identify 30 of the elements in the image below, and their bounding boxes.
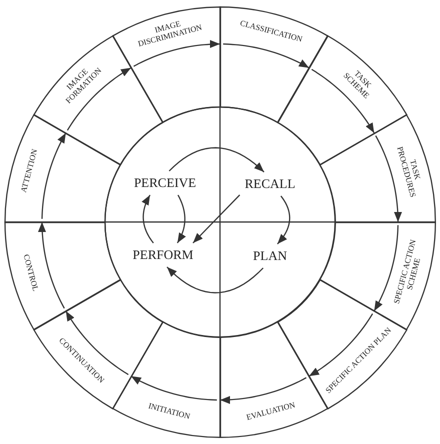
stage-label: PLAN: [251, 247, 289, 265]
arrow: [66, 67, 132, 131]
arrow: [223, 43, 310, 68]
arrow: [38, 222, 65, 309]
arrow: [41, 132, 66, 219]
arrow: [192, 194, 240, 244]
arrow: [65, 310, 129, 376]
stage-label: PERCEIVE: [132, 174, 198, 192]
ring-segment: [112, 7, 220, 122]
segment-label: SPECIFIC ACTION SCHEME: [390, 237, 423, 307]
stage-label: PERFORM: [130, 246, 196, 264]
arrow: [133, 40, 220, 67]
ring-segment: [220, 322, 328, 437]
ring-segment: [112, 322, 220, 437]
ring-segment: [220, 7, 328, 122]
arrow: [311, 68, 375, 134]
arrow: [168, 147, 264, 172]
ring-segment: [320, 114, 435, 222]
arrow: [374, 225, 399, 312]
arrow: [130, 376, 217, 401]
stage-label: RECALL: [242, 175, 298, 193]
ring-segment: [5, 114, 120, 222]
arrow: [166, 266, 264, 294]
arrow: [142, 194, 154, 244]
arrow: [276, 196, 290, 244]
ring-segment: [5, 222, 120, 330]
arrow: [176, 194, 186, 244]
arrow: [375, 135, 402, 222]
arrow: [308, 313, 374, 377]
arrow: [220, 377, 307, 404]
